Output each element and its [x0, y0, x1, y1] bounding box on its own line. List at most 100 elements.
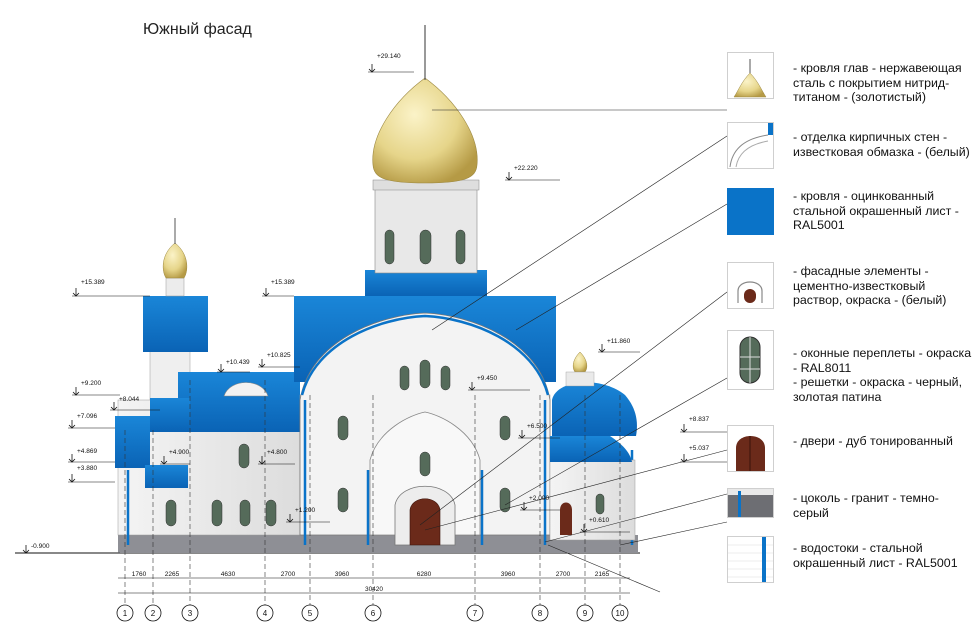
level-label: +4.869	[77, 448, 97, 455]
level-arrow-head	[258, 363, 266, 368]
dormer	[223, 382, 269, 397]
main-windows	[337, 359, 511, 513]
axis-marker	[116, 604, 134, 622]
dimension-label: 3960	[335, 571, 350, 578]
axis-label: 5	[308, 609, 313, 618]
level-arrow-head	[262, 292, 270, 297]
gable-blue-trim	[300, 314, 550, 396]
axis-marker	[576, 604, 594, 622]
window-frame-icon	[727, 330, 774, 390]
gold-dome-icon	[727, 52, 774, 99]
page-title: Южный фасад	[143, 21, 252, 38]
legend-doors: - двери - дуб тонированный	[793, 434, 953, 448]
axis-marker	[364, 604, 382, 622]
main-door	[409, 498, 441, 546]
dimension-label: 3960	[501, 571, 516, 578]
level-label: +1.200	[295, 507, 315, 514]
axis-label: 9	[583, 609, 588, 618]
level-label: +22.220	[514, 165, 538, 172]
level-label: +7.096	[77, 413, 97, 420]
level-label: +5.037	[689, 445, 709, 452]
axis-label: 3	[188, 609, 193, 618]
left-windows	[165, 443, 277, 527]
plinth	[118, 535, 638, 553]
axis-marker	[611, 604, 629, 622]
level-arrow-head	[520, 506, 528, 511]
axis-label: 4	[263, 609, 268, 618]
right-small-dome	[552, 382, 637, 436]
side-door	[560, 502, 572, 535]
plinth-icon	[727, 488, 774, 518]
level-label: +8.044	[119, 396, 139, 403]
level-arrow-head	[505, 176, 513, 181]
apse-window	[595, 493, 605, 515]
axis-label: 6	[371, 609, 376, 618]
level-arrow-head	[368, 68, 376, 73]
level-arrow-head	[518, 434, 526, 439]
level-arrow-head	[160, 460, 168, 465]
left-porch-roof	[115, 416, 150, 468]
level-arrow-head	[286, 518, 294, 523]
level-label: +6.500	[527, 423, 547, 430]
level-label: +11.860	[607, 338, 631, 345]
level-arrow-head	[72, 292, 80, 297]
drainpipe-icon	[727, 536, 774, 583]
level-label: +3.880	[77, 465, 97, 472]
legend-roof-sheet: - кровля - оцинкованный стальной окрашен…	[793, 189, 959, 233]
level-arrow-head	[72, 391, 80, 396]
legend-facade-elements: - фасадные элементы - цементно-известков…	[793, 264, 947, 308]
level-arrow-head	[22, 549, 30, 554]
dimension-label: 2700	[281, 571, 296, 578]
axis-marker	[144, 604, 162, 622]
leader-lines	[419, 109, 728, 593]
level-label: -0.900	[31, 543, 50, 550]
axis-lines	[124, 380, 621, 605]
level-label: +15.389	[81, 279, 105, 286]
level-label: +8.837	[689, 416, 709, 423]
right-apse-roof	[550, 436, 632, 462]
axis-label: 10	[616, 609, 625, 618]
door-icon	[727, 425, 774, 472]
wall-finish-icon	[727, 122, 774, 169]
dimension-label: 1760	[132, 571, 147, 578]
level-arrow-head	[598, 348, 606, 353]
level-arrow-head	[258, 460, 266, 465]
main-drum	[365, 179, 487, 296]
legend-gold-roof: - кровля глав - нержавеющая сталь с покр…	[793, 61, 962, 105]
main-dome	[372, 77, 478, 184]
axis-marker	[466, 604, 484, 622]
legend-wall-finish: - отделка кирпичных стен - известковая о…	[793, 130, 970, 159]
level-label: +10.825	[267, 352, 291, 359]
axis-label: 8	[538, 609, 543, 618]
level-arrow-head	[68, 458, 76, 463]
axis-marker	[256, 604, 274, 622]
axis-marker	[531, 604, 549, 622]
level-label: +9.450	[477, 375, 497, 382]
facade-element-icon	[727, 262, 774, 309]
level-arrow-head	[68, 478, 76, 483]
dimension-label: 2265	[165, 571, 180, 578]
dimension-label: 4630	[221, 571, 236, 578]
level-label: +9.200	[81, 380, 101, 387]
dimension-label: 2165	[595, 571, 610, 578]
level-arrow-head	[110, 406, 118, 411]
right-cupola	[572, 351, 588, 373]
axis-marker	[301, 604, 319, 622]
dimension-label: 6280	[417, 571, 432, 578]
level-arrow-head	[468, 386, 476, 391]
axis-label: 7	[473, 609, 478, 618]
level-label: +10.439	[226, 359, 250, 366]
left-annex-roof	[178, 372, 300, 432]
left-side-roof	[150, 398, 190, 432]
left-lower-roof	[145, 465, 188, 488]
axis-marker	[181, 604, 199, 622]
dimension-label: 2700	[556, 571, 571, 578]
total-dimension-label: 30420	[365, 586, 383, 593]
roof-swatch-icon	[727, 188, 774, 235]
level-label: +29.140	[377, 53, 401, 60]
level-arrow-head	[68, 424, 76, 429]
level-label: +0.610	[589, 517, 609, 524]
level-arrow-head	[680, 458, 688, 463]
level-arrow-head	[217, 368, 225, 373]
